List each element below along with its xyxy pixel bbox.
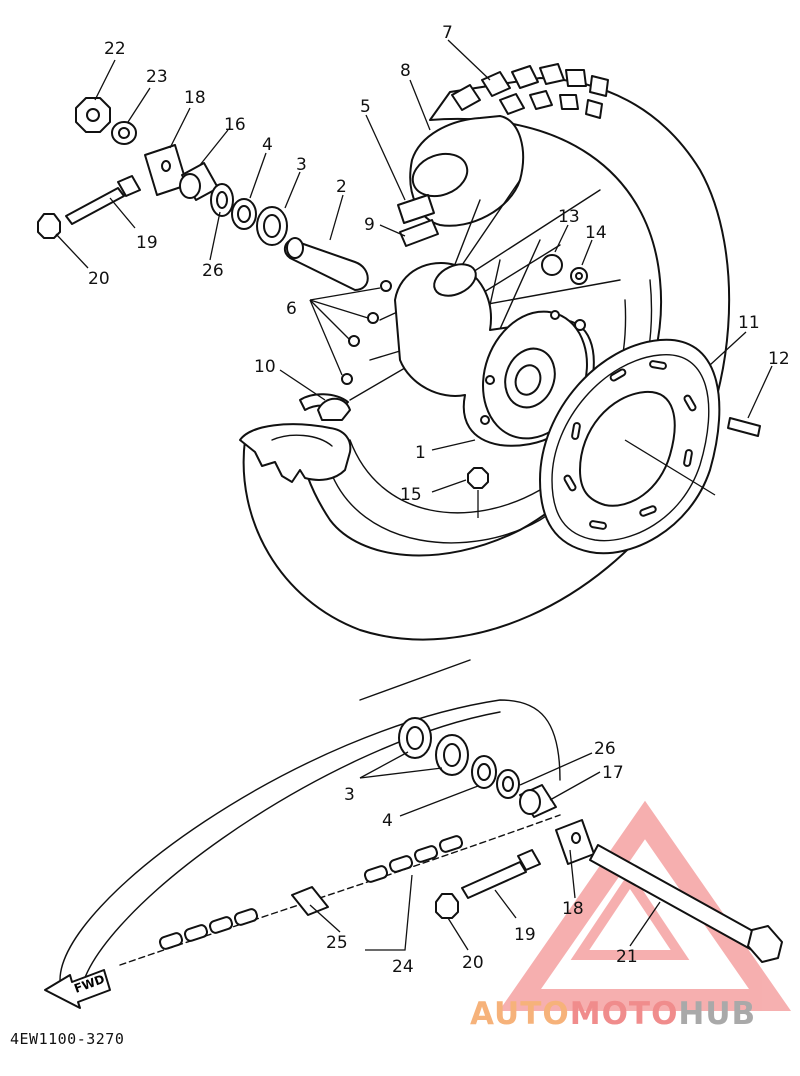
callout-21: 21 (616, 947, 638, 967)
callout-19-upper: 19 (136, 233, 158, 253)
callout-18-upper: 18 (184, 88, 206, 108)
logo-part-auto: AUTO (470, 996, 570, 1032)
callout-7: 7 (442, 23, 453, 43)
rear-sprocket (539, 338, 721, 555)
axle-parts-upper (37, 97, 761, 518)
tire-section (239, 423, 352, 483)
logo-part-moto: MOTO (569, 996, 679, 1032)
adjust-bolt (65, 187, 125, 225)
lock-nut (37, 213, 61, 239)
tire-tread (451, 63, 609, 119)
chain-segments (158, 835, 464, 950)
spoke-nipple-a (541, 254, 563, 276)
callout-8: 8 (400, 61, 411, 81)
callout-17: 17 (602, 763, 624, 783)
callout-4-lower: 4 (382, 811, 393, 831)
callout-20-upper: 20 (88, 269, 110, 289)
callout-18-lower: 18 (562, 899, 584, 919)
callout-2: 2 (336, 177, 347, 197)
diagram-code: 4EW1100-3270 (10, 1030, 125, 1048)
callout-12: 12 (768, 349, 790, 369)
sprocket-bolt (727, 417, 761, 437)
axle-nut (75, 97, 111, 133)
spacer-tube (284, 239, 369, 291)
forward-direction-arrow: FWD (44, 969, 111, 1009)
callout-1: 1 (415, 443, 426, 463)
spoke-nipple-b (570, 267, 588, 285)
callout-14: 14 (585, 223, 607, 243)
callout-3-lower: 3 (344, 785, 355, 805)
callout-25: 25 (326, 933, 348, 953)
callout-16: 16 (224, 115, 246, 135)
bearing (256, 206, 288, 246)
callout-11: 11 (738, 313, 760, 333)
callout-19-lower: 19 (514, 925, 536, 945)
callout-26-lower: 26 (594, 739, 616, 759)
callout-23: 23 (146, 67, 168, 87)
callout-10: 10 (254, 357, 276, 377)
callout-3-upper: 3 (296, 155, 307, 175)
logo-part-hub: HUB (678, 996, 757, 1032)
axle-parts-lower (398, 717, 783, 963)
leader-lines (55, 39, 773, 951)
callout-26-upper: 26 (202, 261, 224, 281)
callout-4-upper: 4 (262, 135, 273, 155)
drive-chain (59, 659, 561, 1001)
callout-13: 13 (558, 207, 580, 227)
callout-numbers: 22 23 18 16 4 3 2 26 19 20 7 8 5 9 13 14… (88, 23, 790, 977)
callout-24: 24 (392, 957, 414, 977)
oil-seal (210, 183, 234, 217)
callout-9: 9 (364, 215, 375, 235)
callout-15: 15 (400, 485, 422, 505)
chain-joint (291, 886, 329, 916)
watermark-logo-text: AUTOMOTOHUB (470, 996, 756, 1036)
callout-5: 5 (360, 97, 371, 117)
sprocket-nut (467, 467, 489, 489)
callout-20-lower: 20 (462, 953, 484, 973)
callout-22: 22 (104, 39, 126, 59)
washer (111, 121, 137, 145)
watermark-triangle-logo (498, 800, 792, 1011)
bead-stopper (317, 397, 351, 421)
callout-6: 6 (286, 299, 297, 319)
spacer-ring (231, 198, 257, 230)
